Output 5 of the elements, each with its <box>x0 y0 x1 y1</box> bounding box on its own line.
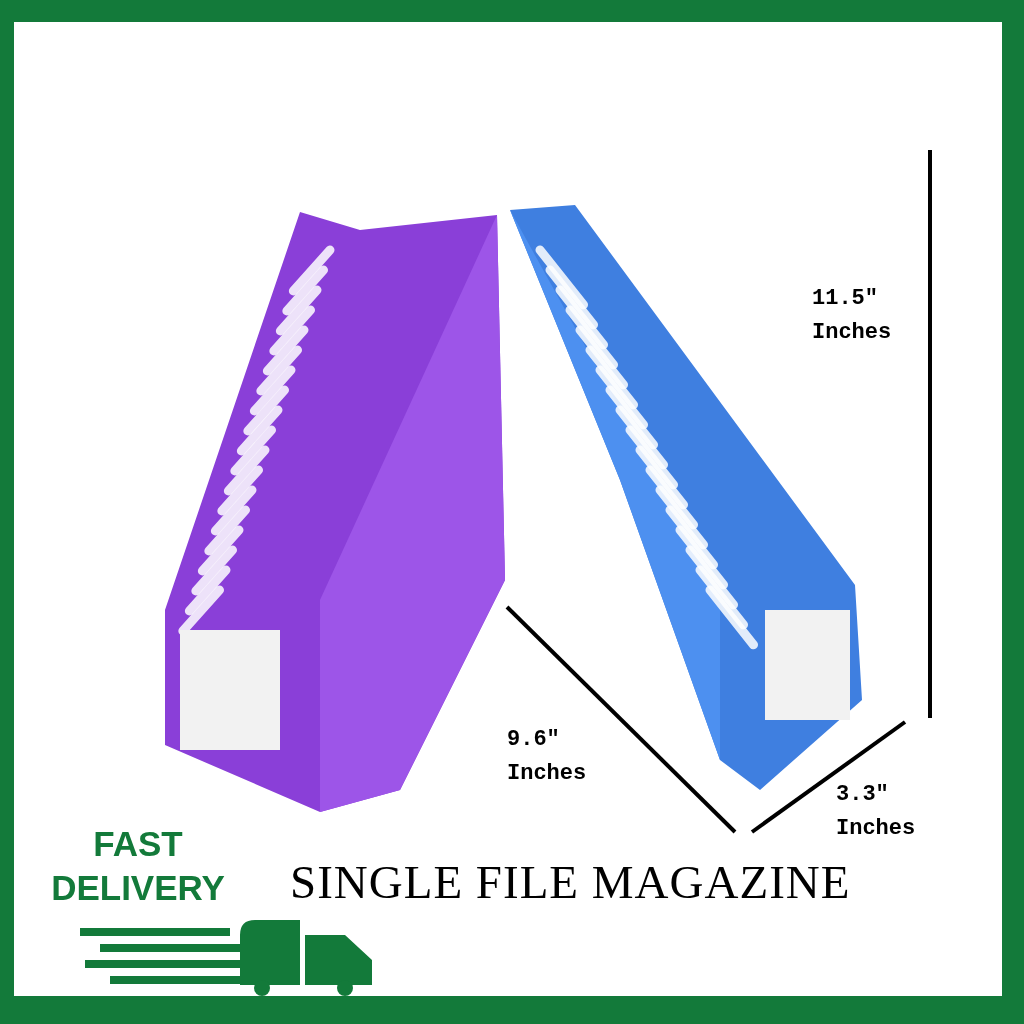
dimension-label: 11.5" Inches <box>812 285 893 347</box>
dimension-label: 9.6" Inches <box>507 726 588 788</box>
delivery-badge-text: FAST DELIVERY <box>50 823 226 909</box>
dimension-label: 3.3" Inches <box>836 781 917 843</box>
product-title: SINGLE FILE MAGAZINE <box>290 855 852 909</box>
